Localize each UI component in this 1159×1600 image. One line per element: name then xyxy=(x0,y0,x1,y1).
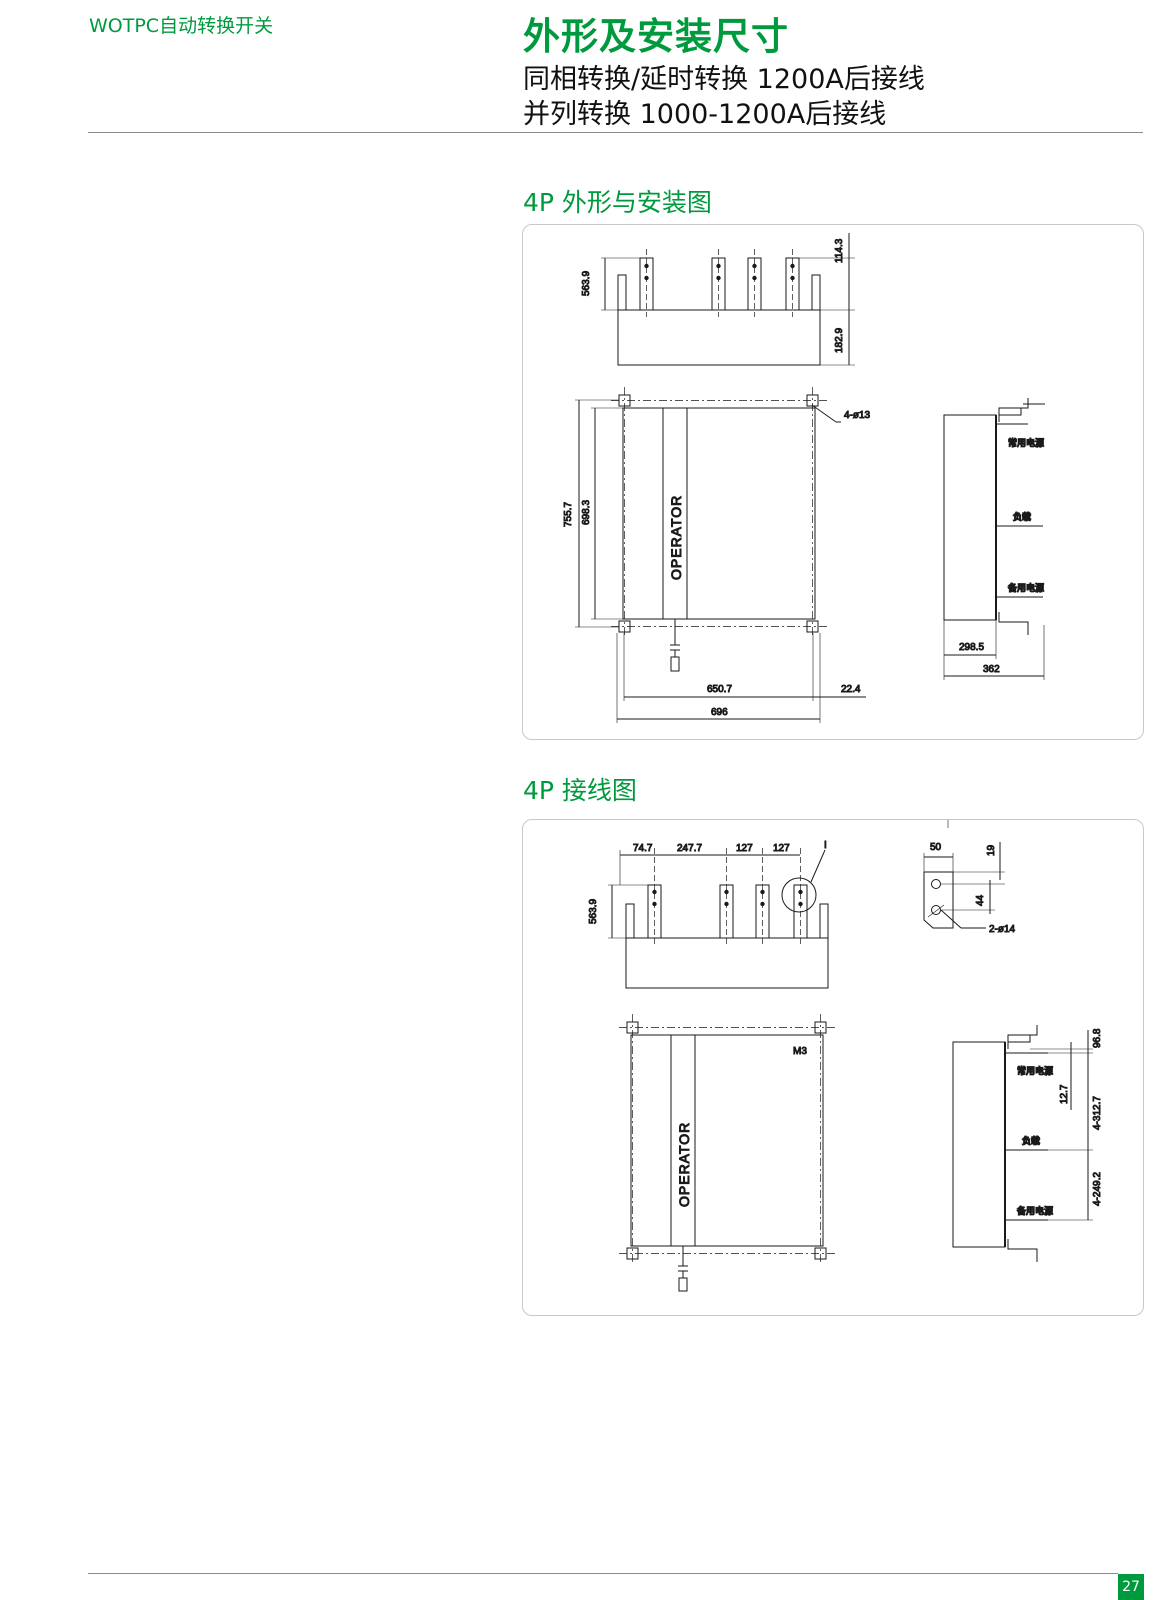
footer-divider xyxy=(88,1573,1118,1574)
dim-terminal-top: 114.3 xyxy=(834,238,845,263)
page-title: 外形及安装尺寸 xyxy=(523,15,789,58)
dim-detail-top: 19 xyxy=(986,844,997,856)
brand-name: WOTPC自动转换开关 xyxy=(89,15,274,37)
side-label-standby: 备用电源 xyxy=(1007,582,1044,593)
dim-depth-outer: 362 xyxy=(983,664,1000,675)
outline-side-view xyxy=(943,398,1045,680)
outline-front-view xyxy=(575,387,866,723)
wiring-detail-view xyxy=(923,820,1005,929)
header-divider xyxy=(88,132,1143,133)
wiring-side-label-normal: 常用电源 xyxy=(1017,1065,1053,1076)
wiring-operator-label: OPERATOR xyxy=(676,1122,692,1207)
dim-spacing-3: 127 xyxy=(736,843,753,854)
outline-drawing-panel: 563.9 114.3 182.9 xyxy=(522,224,1144,740)
screw-label: M3 xyxy=(793,1046,807,1057)
wiring-front-view xyxy=(619,1014,835,1292)
outline-drawing: 563.9 114.3 182.9 xyxy=(563,233,1045,723)
wiring-drawing: 74.7 247.7 127 127 I 563.9 50 19 44 2-ø1… xyxy=(588,820,1104,1292)
side-label-normal: 常用电源 xyxy=(1008,437,1044,448)
page-subtitle-1: 同相转换/延时转换 1200A后接线 xyxy=(523,64,925,95)
section-title-outline: 4P 外形与安装图 xyxy=(523,188,712,217)
dim-spacing-4: 127 xyxy=(773,843,790,854)
dim-spacing-1: 74.7 xyxy=(633,843,653,854)
dim-wiring-top-height: 563.9 xyxy=(588,899,599,924)
wiring-side-label-load: 负载 xyxy=(1022,1135,1040,1146)
dim-detail-pitch: 44 xyxy=(975,894,986,906)
dim-offset: 22.4 xyxy=(841,684,861,695)
page-number: 27 xyxy=(1118,1574,1144,1600)
wiring-drawing-panel: 74.7 247.7 127 127 I 563.9 50 19 44 2-ø1… xyxy=(522,819,1144,1316)
outline-top-view xyxy=(601,233,855,366)
dim-body-height: 182.9 xyxy=(834,328,845,353)
dim-top-height: 563.9 xyxy=(581,271,592,296)
dim-side-bar: 12.7 xyxy=(1059,1084,1070,1104)
side-label-load: 负载 xyxy=(1013,511,1031,522)
detail-marker: I xyxy=(824,840,827,851)
page-subtitle-2: 并列转换 1000-1200A后接线 xyxy=(523,99,887,130)
dim-inner-height: 698.3 xyxy=(581,500,592,525)
wiring-top-view xyxy=(608,848,829,989)
dim-side-top: 96.8 xyxy=(1092,1028,1103,1048)
dim-detail-width: 50 xyxy=(930,842,942,853)
dim-outer-height: 755.7 xyxy=(563,502,574,527)
section-title-wiring: 4P 接线图 xyxy=(523,776,637,805)
dim-pitch-upper: 4-312.7 xyxy=(1092,1096,1103,1130)
dim-outer-width: 696 xyxy=(711,707,728,718)
dim-inner-width: 650.7 xyxy=(707,684,732,695)
wiring-side-label-standby: 备用电源 xyxy=(1016,1205,1053,1216)
dim-pitch-lower: 4-249.2 xyxy=(1092,1172,1103,1206)
dim-depth-inner: 298.5 xyxy=(959,642,984,653)
dim-detail-holes: 2-ø14 xyxy=(989,924,1016,935)
operator-label: OPERATOR xyxy=(668,495,684,580)
dim-spacing-2: 247.7 xyxy=(677,843,702,854)
dim-holes: 4-ø13 xyxy=(844,410,871,421)
wiring-side-view xyxy=(952,1025,1093,1262)
